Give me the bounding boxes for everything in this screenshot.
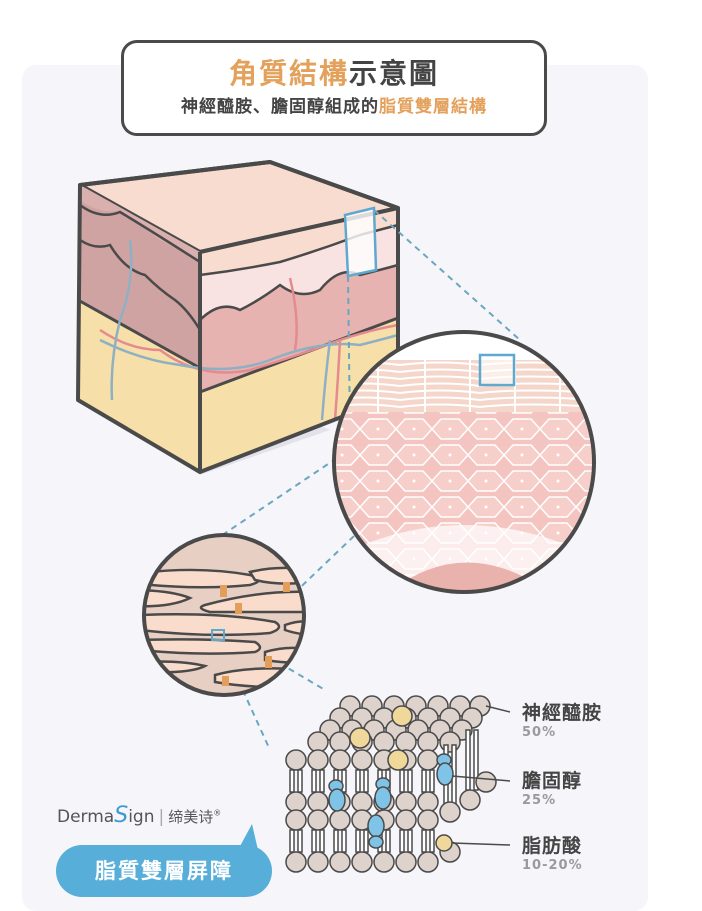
epidermis-magnifier <box>332 330 596 594</box>
label-leader-lines <box>451 705 511 846</box>
brand-logo: DermaSign|缔美诗® <box>57 803 221 828</box>
lipid-barrier-badge: 脂質雙層屏障 <box>56 845 272 897</box>
legend-ceramide: 神經醯胺 50% <box>522 702 602 742</box>
subtitle-accent: 脂質雙層結構 <box>379 97 487 117</box>
brand-chinese: 缔美诗 <box>168 808 214 826</box>
subtitle-dark: 神經醯胺、膽固醇組成的 <box>181 97 379 117</box>
page-title: 角質結構示意圖 <box>124 57 544 91</box>
brand-separator: | <box>158 807 165 827</box>
legend-percent: 25% <box>522 793 557 808</box>
brand-s: S <box>114 803 129 828</box>
zoom-region-box-2 <box>478 353 516 387</box>
zoom-region-box-3 <box>211 629 225 641</box>
brand-suffix: ign <box>128 807 155 827</box>
corneocyte-magnifier <box>142 533 306 697</box>
legend-name: 脂肪酸 <box>522 835 583 857</box>
zoom-region-box-1 <box>343 206 378 278</box>
title-accent: 角質結構 <box>228 57 349 90</box>
legend-percent: 10-20% <box>522 858 583 873</box>
badge-tail <box>238 824 258 850</box>
title-box: 角質結構示意圖 神經醯胺、膽固醇組成的脂質雙層結構 <box>121 40 547 136</box>
legend-name: 膽固醇 <box>522 770 583 792</box>
skin-cube <box>76 160 400 474</box>
registered-mark: ® <box>213 808 222 818</box>
lipid-bilayer-block <box>285 695 497 873</box>
legend-percent: 50% <box>522 725 557 740</box>
title-dark: 示意圖 <box>349 57 440 90</box>
brand-prefix: Derma <box>57 807 115 827</box>
page-subtitle: 神經醯胺、膽固醇組成的脂質雙層結構 <box>124 95 544 119</box>
legend-fatty-acid: 脂肪酸 10-20% <box>522 835 583 875</box>
legend-name: 神經醯胺 <box>522 702 603 724</box>
legend-cholesterol: 膽固醇 25% <box>522 770 582 810</box>
